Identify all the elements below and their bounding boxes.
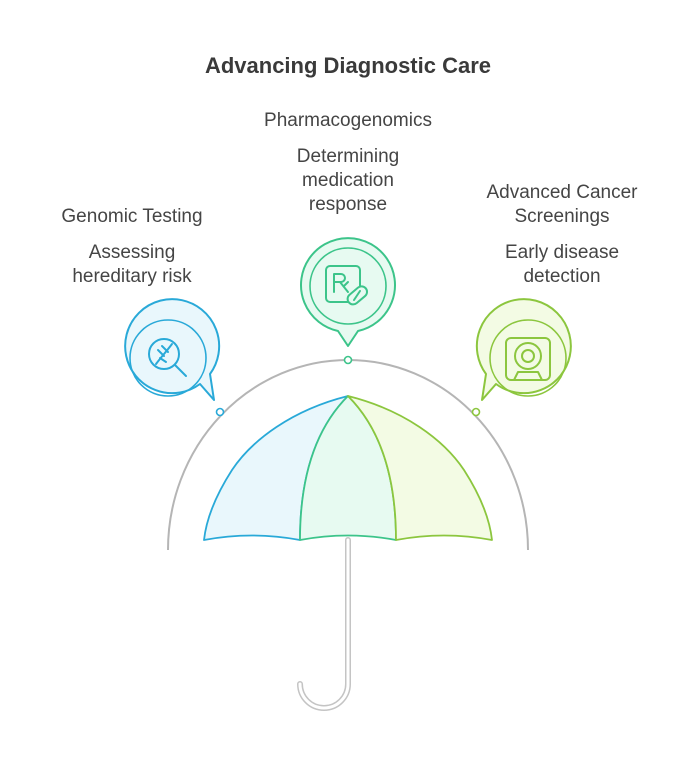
dna-magnifier-icon	[148, 338, 187, 377]
cancer-screenings-description: Early disease detection	[504, 242, 620, 287]
canopy-panel-right	[347, 395, 493, 541]
cancer-screenings-heading: Advanced Cancer Screenings	[486, 182, 638, 227]
genomic-testing-bubble	[124, 298, 221, 401]
prescription-pill-icon	[325, 265, 369, 306]
genomic-testing-heading: Genomic Testing	[61, 206, 203, 227]
umbrella-handle-inner	[298, 538, 350, 710]
genomic-testing-description: Assessing hereditary risk	[72, 242, 192, 287]
cancer-screenings-bubble	[475, 298, 572, 401]
pharmacogenomics-heading: Pharmacogenomics	[264, 110, 432, 131]
connector-dot-pharma	[343, 355, 353, 365]
diagram-title: Advancing Diagnostic Care	[204, 53, 492, 78]
mri-scanner-icon	[505, 337, 551, 381]
pharmacogenomics-description: Determining medication response	[296, 146, 400, 215]
umbrella-handle	[297, 537, 351, 711]
connector-dot-cancer	[471, 407, 481, 417]
connector-dot-genomic	[215, 407, 225, 417]
